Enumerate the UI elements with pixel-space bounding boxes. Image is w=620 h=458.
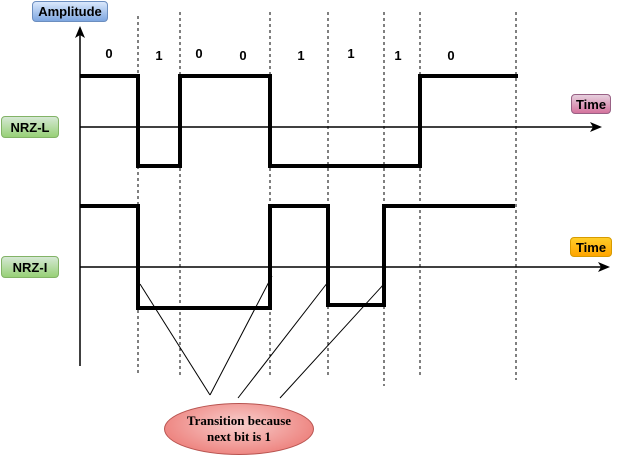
time-axis-nrz-l-arrow xyxy=(590,122,602,132)
pointer-2 xyxy=(209,275,273,396)
bit-label: 1 xyxy=(297,48,305,63)
pointer-3 xyxy=(237,281,329,399)
note-pointers xyxy=(139,275,385,399)
transition-note: Transition because next bit is 1 xyxy=(164,403,314,455)
nrz-l-waveform xyxy=(80,74,518,168)
time-label-nrz-l: Time xyxy=(571,94,611,114)
bit-label: 1 xyxy=(394,48,402,63)
bit-label: 0 xyxy=(195,46,203,61)
bit-label: 1 xyxy=(155,48,163,63)
nrz-i-label: NRZ-I xyxy=(1,256,59,278)
time-label-nrz-i: Time xyxy=(570,237,612,257)
bit-label: 0 xyxy=(105,46,113,61)
bit-label: 0 xyxy=(447,48,455,63)
time-axis-nrz-i-arrow xyxy=(598,262,610,272)
amplitude-label: Amplitude xyxy=(32,1,108,22)
amplitude-axis-arrow xyxy=(75,26,85,38)
pointer-1 xyxy=(139,283,211,396)
bit-label: 1 xyxy=(347,46,355,61)
nrz-i-waveform xyxy=(80,204,515,310)
pointer-4 xyxy=(279,283,385,399)
transition-note-line-2: next bit is 1 xyxy=(207,429,271,444)
nrz-l-label: NRZ-L xyxy=(1,116,59,138)
transition-note-line-1: Transition because xyxy=(186,413,292,428)
bit-boundaries xyxy=(137,12,517,386)
bit-label: 0 xyxy=(239,48,247,63)
